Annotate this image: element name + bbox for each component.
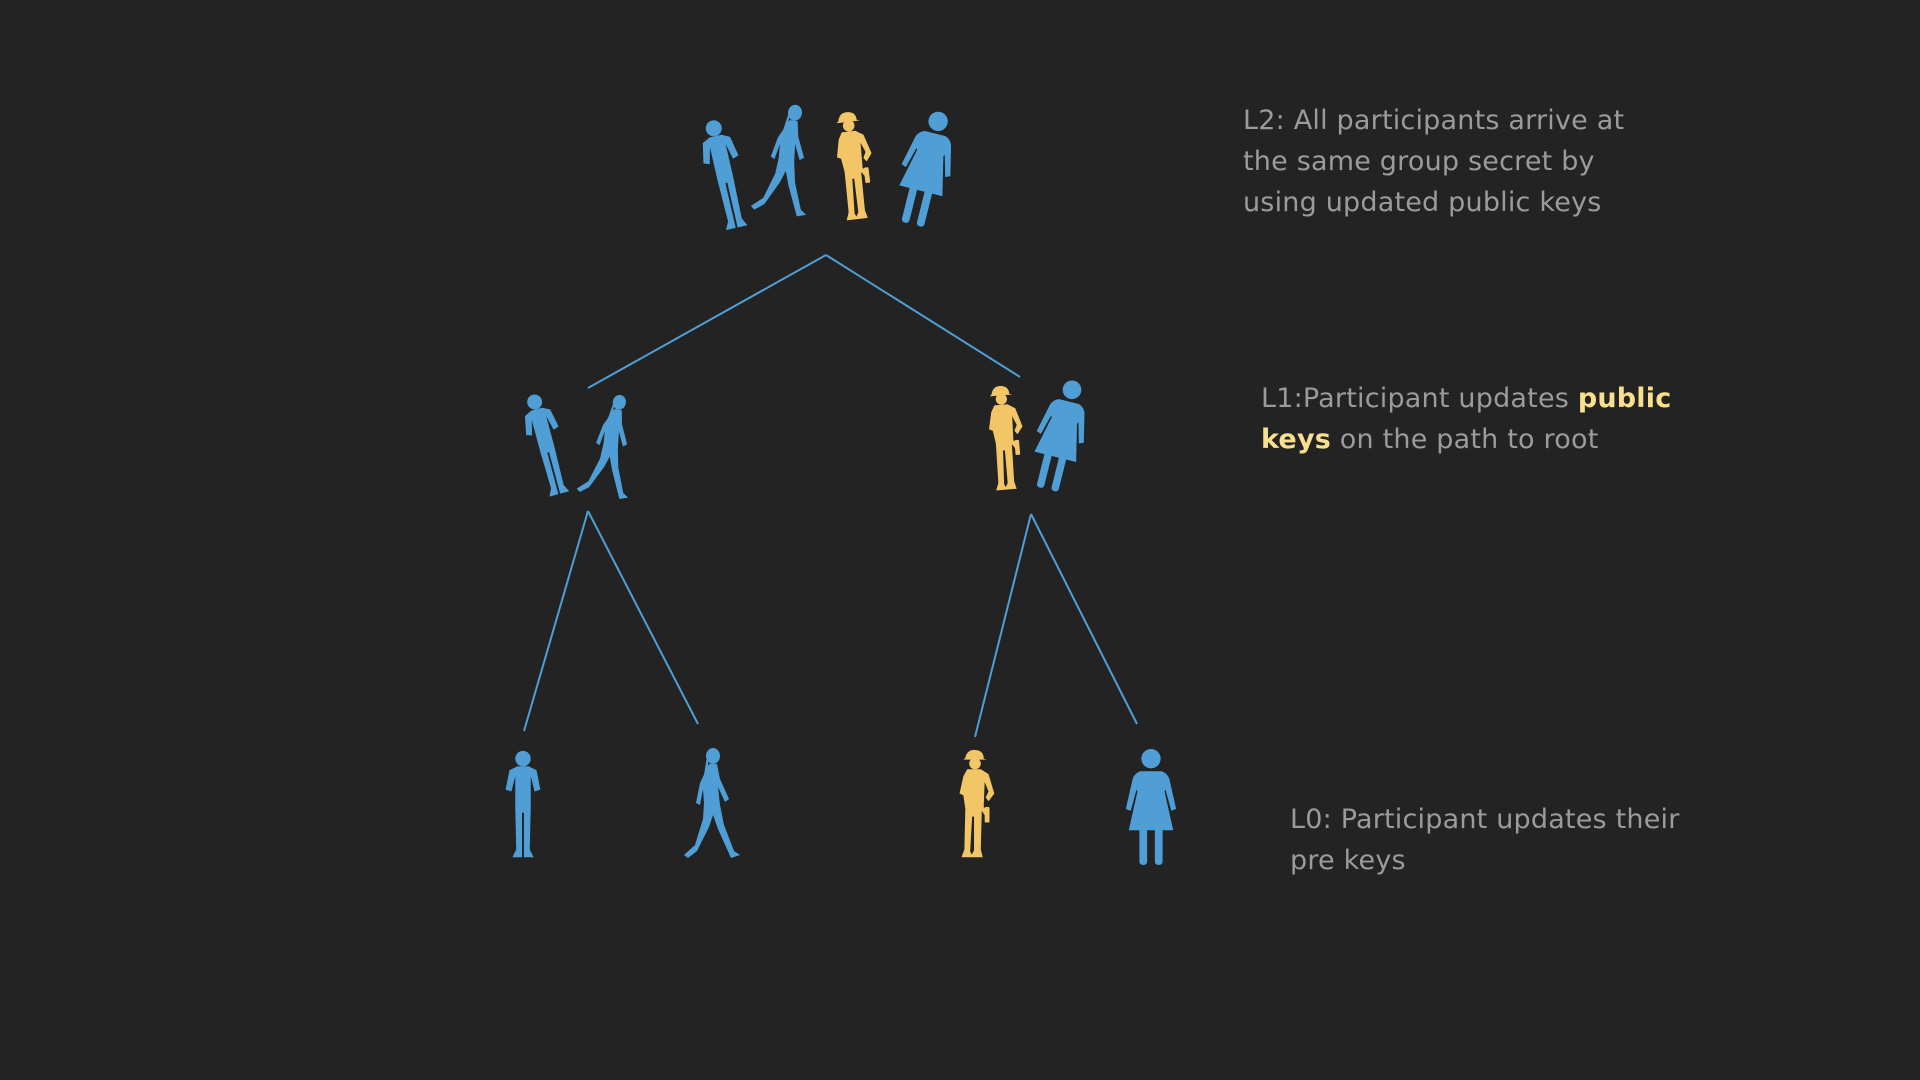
man-icon [694, 116, 755, 232]
man-icon [516, 390, 576, 499]
edge-right-leaf3 [974, 513, 1032, 738]
walking-woman-icon [750, 100, 823, 218]
level-l1-prefix: L1:Participant updates [1261, 383, 1578, 414]
public-keys-highlight: public keys [1261, 383, 1672, 455]
edge-root-right [825, 254, 1021, 378]
woman-icon [1125, 749, 1177, 865]
worker-icon [959, 749, 995, 858]
edge-root-left [587, 254, 827, 389]
tree-edges [523, 254, 1138, 738]
node-l0-leaf-3 [959, 749, 995, 858]
woman-icon [888, 105, 965, 231]
edge-left-leaf1 [523, 510, 589, 732]
edge-right-leaf4 [1030, 513, 1138, 725]
walking-woman-icon [684, 748, 740, 858]
level-l1-suffix: on the path to root [1331, 424, 1599, 455]
node-l1-right [985, 374, 1098, 496]
level-l0-caption: L0: Participant updates their pre keys [1290, 804, 1680, 876]
worker-icon [831, 109, 880, 221]
level-l1-caption: L1:Participant updates public keys on th… [1261, 378, 1681, 460]
node-l2-root [694, 100, 965, 232]
node-l0-leaf-4 [1125, 749, 1177, 865]
worker-icon [985, 384, 1028, 491]
man-icon [505, 750, 541, 858]
woman-icon [1023, 374, 1098, 496]
level-l2-caption: L2: All participants arrive at the same … [1243, 105, 1625, 218]
edge-left-leaf2 [587, 510, 699, 725]
node-l0-leaf-2 [684, 748, 740, 858]
node-l0-leaf-1 [505, 750, 541, 858]
node-l1-left [516, 390, 646, 501]
walking-woman-icon [576, 390, 646, 501]
